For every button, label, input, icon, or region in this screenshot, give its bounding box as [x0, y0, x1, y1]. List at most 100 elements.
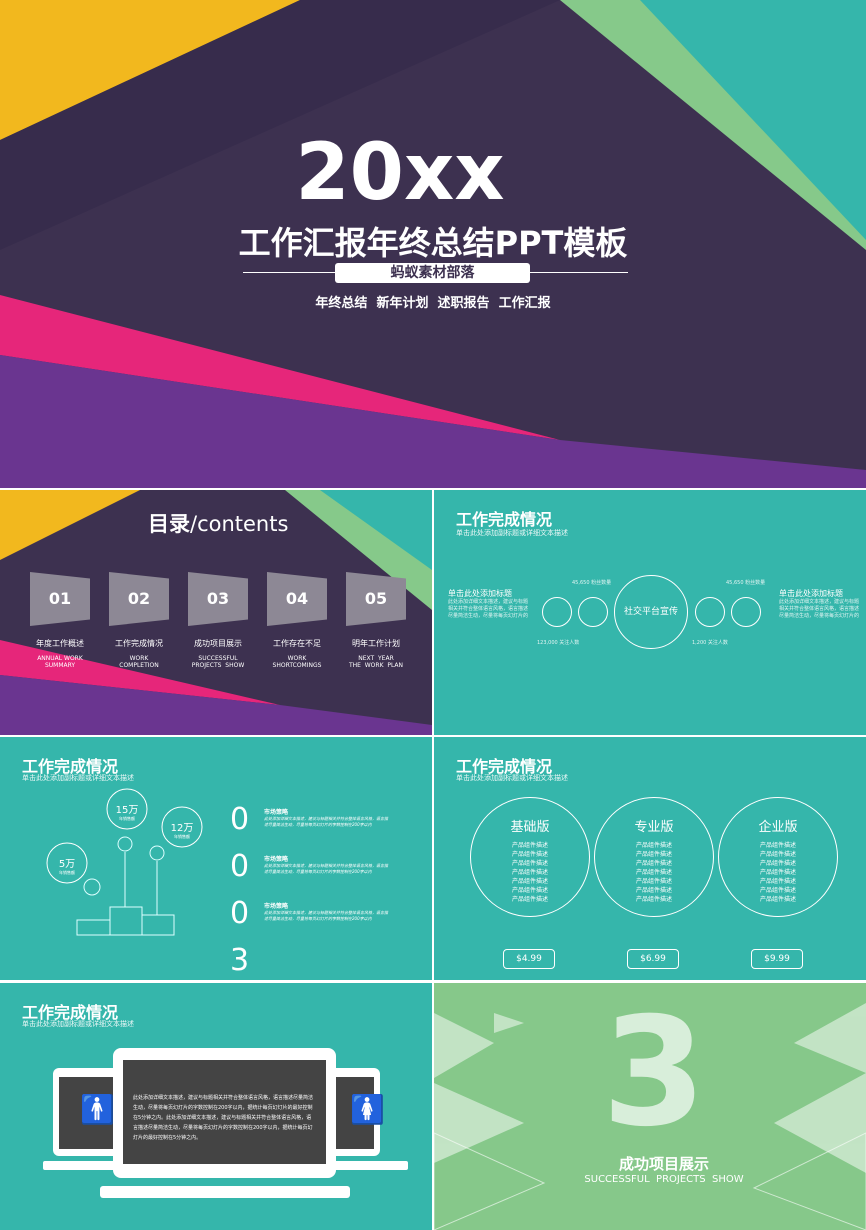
- toc-item-en2: PROJECTS SHOW: [191, 662, 245, 669]
- section-number: 3: [601, 986, 707, 1160]
- right-title: 单击此处添加标题: [779, 589, 843, 598]
- strategy-title: 市场策略: [264, 809, 289, 816]
- left-device: [53, 1068, 123, 1156]
- slide-title: 工作完成情况: [22, 757, 119, 776]
- plan-feature: 产品组件描述: [759, 878, 796, 885]
- plan-feature: 产品组件描述: [759, 887, 796, 894]
- stat: 45,650 粉丝数量: [726, 580, 766, 586]
- stand: [100, 1186, 350, 1198]
- screen-text: 此处添加详细文本描述，建议与标题相关并符合整体语言风格，语言描述尽量简洁生动，尽…: [133, 1095, 314, 1141]
- main-device: 此处添加详细文本描述，建议与标题相关并符合整体语言风格，语言描述尽量简洁生动，尽…: [113, 1048, 336, 1178]
- slide-title: 工作完成情况: [456, 510, 553, 529]
- toc-item-cn: 年度工作概述: [36, 639, 84, 648]
- toc-number-tab: 05: [346, 572, 406, 626]
- chat-icon[interactable]: [695, 597, 725, 627]
- plan-price-button[interactable]: $4.99: [503, 949, 555, 969]
- toc-item[interactable]: 05 明年工作计划 NEXT YEAR THE WORK PLAN: [338, 572, 414, 669]
- strategy-item: 市场策略此处添加详细文本描述，建议与标题相关并符合整体语言风格，语言描述尽量简洁…: [264, 901, 389, 922]
- plan-feature: 产品组件描述: [635, 878, 672, 885]
- toc-item[interactable]: 03 成功项目展示 SUCCESSFUL PROJECTS SHOW: [180, 572, 256, 669]
- plan-feature: 产品组件描述: [511, 887, 548, 894]
- plan-card: 专业版 产品组件描述产品组件描述产品组件描述产品组件描述产品组件描述产品组件描述…: [594, 797, 714, 917]
- toc-item-cn: 工作存在不足: [273, 639, 321, 648]
- strategy-title: 市场策略: [264, 856, 289, 863]
- camera-icon[interactable]: [542, 597, 572, 627]
- triangle-pattern: [434, 1003, 866, 1230]
- toc-item-en1: WORK: [129, 655, 149, 662]
- plan-price-button[interactable]: $9.99: [751, 949, 803, 969]
- toc-item-en2: COMPLETION: [119, 662, 159, 669]
- social-slide: 工作完成情况 单击此处添加副标题或详细文本描述 单击此处添加标题 此处添加详细文…: [434, 490, 866, 735]
- bubble: 5万年销售额: [47, 855, 87, 876]
- pricing-slide: 工作完成情况 单击此处添加副标题或详细文本描述 基础版 产品组件描述产品组件描述…: [434, 737, 866, 980]
- strategy-text: 此处添加详细文本描述，建议与标题相关并符合整体语言风格，语言描述尽量简洁生动，尽…: [264, 910, 388, 921]
- toc-item[interactable]: 04 工作存在不足 WORK SHORTCOMINGS: [259, 572, 335, 669]
- toc-item[interactable]: 02 工作完成情况 WORK COMPLETION: [101, 572, 177, 669]
- bubble-label: 年销售额: [174, 834, 190, 839]
- plan-price-button[interactable]: $6.99: [627, 949, 679, 969]
- plan-feature: 产品组件描述: [511, 842, 548, 849]
- bubble-value: 12万: [170, 823, 194, 834]
- digit: 0: [230, 802, 250, 837]
- center-label: 社交平台宣传: [623, 607, 678, 617]
- bubble: 15万年销售额: [107, 801, 147, 822]
- left-desc: 此处添加详细文本描述，建议与标题相关并符合整体语言风格，语言描述尽量简洁生动，尽…: [448, 599, 529, 619]
- plan-feature: 产品组件描述: [511, 878, 548, 885]
- strategy-item: 市场策略此处添加详细文本描述，建议与标题相关并符合整体语言风格，语言描述尽量简洁…: [264, 807, 389, 828]
- center-circle: 社交平台宣传: [614, 575, 688, 649]
- toc-title: 目录/contents: [148, 508, 288, 538]
- right-desc: 此处添加详细文本描述，建议与标题相关并符合整体语言风格，语言描述尽量简洁生动，尽…: [779, 599, 860, 619]
- plan-feature: 产品组件描述: [511, 860, 548, 867]
- stat: 45,650 粉丝数量: [572, 580, 612, 586]
- plan-feature: 产品组件描述: [635, 860, 672, 867]
- right-text-block: 单击此处添加标题 此处添加详细文本描述，建议与标题相关并符合整体语言风格，语言描…: [779, 588, 859, 620]
- section-slide: 3 成功项目展示 SUCCESSFUL PROJECTS SHOW: [434, 983, 866, 1230]
- toc-slide: 目录/contents 01 年度工作概述 ANNUAL WORK SUMMAR…: [0, 490, 432, 735]
- bubble-value: 5万: [58, 859, 76, 870]
- stat: 1,200 关注人数: [692, 640, 728, 646]
- toc-title-en: /contents: [190, 512, 289, 536]
- cover-slide: 20xx 工作汇报年终总结PPT模板 蚂蚁素材部落 年终总结 新年计划 述职报告…: [0, 0, 866, 488]
- toc-item-cn: 成功项目展示: [194, 639, 242, 648]
- wechat-icon[interactable]: [731, 597, 761, 627]
- plan-feature: 产品组件描述: [635, 869, 672, 876]
- toc-item[interactable]: 01 年度工作概述 ANNUAL WORK SUMMARY: [22, 572, 98, 669]
- podium-illustration: [46, 788, 203, 936]
- toc-number-tab: 02: [109, 572, 169, 626]
- toc-item-en2: THE WORK PLAN: [348, 662, 404, 669]
- strategy-text: 此处添加详细文本描述，建议与标题相关并符合整体语言风格，语言描述尽量简洁生动，尽…: [264, 863, 388, 874]
- cover-year: 20xx: [295, 128, 505, 218]
- plan-name: 专业版: [634, 820, 674, 835]
- plan-feature: 产品组件描述: [635, 896, 672, 903]
- plan-card: 基础版 产品组件描述产品组件描述产品组件描述产品组件描述产品组件描述产品组件描述…: [470, 797, 590, 917]
- plan-feature: 产品组件描述: [511, 851, 548, 858]
- plan-feature: 产品组件描述: [511, 896, 548, 903]
- plan-feature: 产品组件描述: [759, 851, 796, 858]
- strategy-title: 市场策略: [264, 903, 289, 910]
- digit: 3: [230, 943, 250, 978]
- female-icon: 🚺: [350, 1093, 385, 1126]
- toc-item-en2: SUMMARY: [44, 662, 76, 669]
- bubble-value: 15万: [115, 805, 139, 816]
- toc-item-en1: SUCCESSFUL: [198, 655, 238, 662]
- plan-feature: 产品组件描述: [759, 896, 796, 903]
- image-icon[interactable]: [578, 597, 608, 627]
- bubble: 12万年销售额: [162, 819, 202, 840]
- slide-subtitle: 单击此处添加副标题或详细文本描述: [456, 774, 568, 782]
- toc-title-cn: 目录: [148, 512, 190, 536]
- section-title: 成功项目展示: [618, 1155, 709, 1173]
- plan-feature: 产品组件描述: [759, 869, 796, 876]
- stat: 123,000 关注人数: [537, 640, 580, 646]
- cover-background: [0, 0, 866, 488]
- slide-title: 工作完成情况: [456, 757, 553, 776]
- bubble-label: 年销售额: [119, 816, 135, 821]
- plan-card: 企业版 产品组件描述产品组件描述产品组件描述产品组件描述产品组件描述产品组件描述…: [718, 797, 838, 917]
- toc-item-cn: 明年工作计划: [352, 639, 400, 648]
- bubble-label: 年销售额: [59, 870, 75, 875]
- digit: 0: [230, 896, 250, 931]
- plan-name: 基础版: [510, 820, 550, 835]
- main-screen: 此处添加详细文本描述，建议与标题相关并符合整体语言风格，语言描述尽量简洁生动，尽…: [123, 1060, 326, 1164]
- plan-feature: 产品组件描述: [635, 887, 672, 894]
- devices-slide: 工作完成情况 单击此处添加副标题或详细文本描述 此处添加详细文本描述，建议与标题…: [0, 983, 432, 1230]
- toc-item-en2: SHORTCOMINGS: [272, 662, 322, 669]
